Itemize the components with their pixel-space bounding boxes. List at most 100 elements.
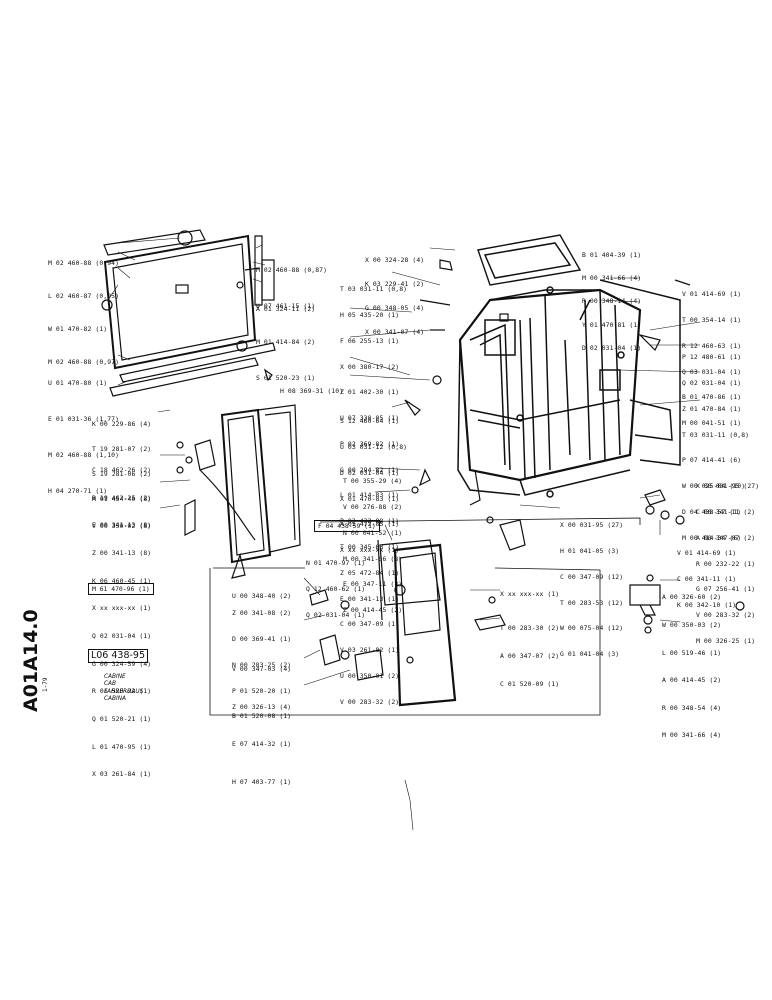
part-number: R 00 232-22 (1) [696,559,756,568]
part-number: M 00 341-66 (4) [582,273,642,282]
part-number: P 02 369-82 (1) [340,439,400,448]
title-block: CABINE CAB FAHRERHAUS CABINA [104,674,143,704]
part-number: K 03 229-41 (2) [365,280,425,288]
part-number: W 00 075-04 (12) [560,624,624,633]
part-number: D 04 438-57 (1) [682,507,742,516]
part-number: C 00 347-09 (12) [560,572,624,581]
part-number: N 01 470-97 (1) [306,559,366,568]
part-number: X xx xxx-xx (1) [340,546,400,555]
part-number: M 00 341-66 (4) [662,731,722,740]
part-number: H 05 435-20 (1) [340,310,400,319]
part-number: Q 02 031-04 (1) [306,610,366,619]
part-number: S 12 460-64 (1) [340,417,400,426]
part-number: G 00 348-05 (4) [365,304,425,312]
part-number: M 00 414-34 (6) [682,533,742,542]
part-number: M 00 341-66 (8) [343,554,403,563]
part-number: V 00 283-32 (2) [696,611,756,620]
part-number: S 01 520-23 (1) [256,374,316,382]
part-number: X xx xxx-xx (1) [92,604,152,613]
part-number: D 02 031-04 (1) [582,344,642,353]
part-number: B 01 520-08 (1) [232,712,292,721]
part-number: X 00 031-95 (27) [696,482,760,491]
part-number: T 00 345-63 (1) [340,543,400,551]
callouts-door-panel-top: M 02 460-88 (0,94) L 02 460-87 (0,95) W … [48,236,119,379]
part-number: T 00 283-30 (2) [500,623,560,632]
part-number: M 02 460-88 (1,10) [48,451,120,459]
part-number: L 01 414-83 (1) [340,491,400,500]
part-number: X 00 031-95 (27) [560,521,624,530]
part-number: P 12 480-61 (1) [682,353,742,362]
part-number: T 00 283-53 (12) [560,598,624,607]
part-number: M 02 460-88 (0,87) [256,266,328,274]
callouts-door-hardware-3: V 00 347-03 (4) Z 00 326-13 (4) E 07 414… [232,638,291,801]
part-number: U 03 031-12 (0,8) [340,442,408,451]
part-number: U 01 470-80 (1) [48,379,108,387]
part-number: N 00 041-52 (1) [343,528,403,537]
title-it: CABINA [104,696,127,703]
callouts-door-hardware-2: Z 00 341-08 (2) D 00 369-41 (1) N 00 283… [232,592,291,730]
door-box-tag: F 04 438-59 (1) [314,520,380,532]
part-number: C 00 347-09 (1) [340,620,400,629]
part-number: E 07 414-32 (1) [232,740,292,748]
part-number: C 00 341-11 (1) [677,574,737,583]
callouts-cab-left: T 03 031-11 (0,8) H 05 435-20 (1) F 06 2… [340,268,407,715]
part-number: X 00 380-17 (2) [340,362,400,371]
callouts-cab-bottom-mid: X 00 031-95 (27) H 01 041-05 (3) C 00 34… [560,504,623,667]
part-number: Z 00 341-13 (8) [92,549,152,558]
part-number: U 00 350-01 (2) [340,671,400,680]
part-number: Z 05 472-84 (1) [340,568,400,577]
title-en: CAB [104,681,116,688]
callouts-hinge-right: X 00 031-95 (27) C 00 341-11 (2) A 00 34… [696,465,759,654]
part-number: R 00 348-14 (4) [582,297,642,306]
part-number: P 07 414-41 (6) [682,456,742,465]
document-date: 1-79 [42,677,49,692]
part-number: Q 03 031-04 (1) [682,367,742,376]
part-number: V 00 350-02 (8) [92,521,152,530]
cab-frame [457,234,681,498]
callouts-door-main: N 01 470-97 (1) Q 12 460-62 (1) Q 02 031… [306,542,365,628]
callout-door-right-1: X xx xxx-xx (1) [500,590,560,598]
part-number: P 03 432-88 (1) [340,517,400,526]
document-code: A01A14.0 [20,609,42,712]
callouts-hardware-upper: X 00 324-28 (4) K 03 229-41 (2) G 00 348… [365,240,424,344]
part-number: Q 01 520-21 (1) [92,714,152,723]
part-number: C 18 462-26 (2) [92,466,152,475]
part-number: G 00 324-59 (4) [92,659,152,668]
part-number: U 07 330-05 (1) [340,414,400,423]
part-number: G 00 294-82 (1) [340,465,400,474]
callouts-damper: A 00 326-60 (2) W 00 350-03 (2) L 00 519… [662,575,721,750]
part-number: T 03 031-11 (0,8) [682,430,750,439]
part-number: B 19 462-25 (2) [92,494,152,503]
part-number: Z 00 414-45 (2) [343,606,403,615]
part-number: A 05 472-85 (1) [340,520,400,529]
part-number: T 19 281-07 (2) [92,445,152,454]
part-number: D 00 369-41 (1) [232,634,292,643]
part-number: L 02 460-87 (0,95) [48,292,120,300]
part-number: G 07 256-41 (1) [696,585,756,594]
leader-lines [107,237,701,831]
part-number: G 01 041-04 (3) [560,650,620,659]
part-number: V 01 414-69 (1) [682,290,742,299]
part-number: E 00 341-13 (1) [340,594,400,603]
part-number: V 01 414-69 (1) [677,549,737,558]
part-number: H 07 403-77 (1) [232,777,292,786]
part-number: M 01 454-40 (8) [92,495,152,504]
part-number: E 00 341-13 (8) [92,520,152,529]
part-number: U 00 348-40 (2) [232,592,292,601]
door-assembly [209,517,641,716]
callout-h08: H 08 369-31 (10) [280,387,344,395]
part-number: R 12 460-63 (1) [682,341,742,350]
part-number: V 00 347-03 (4) [232,665,292,673]
part-number: X 00 324-28 (4) [365,256,425,264]
part-number: X 01 470-83 (1) [340,494,400,503]
part-number: B 01 470-86 (1) [682,393,742,402]
part-number: A 00 347-07 (2) [500,652,560,661]
callout-a01: A 01 324-11 (2) [256,305,316,313]
part-number: C 00 341-11 (2) [696,507,756,516]
small-parts-upper [404,259,691,506]
callouts-window-left-lower: C 18 462-26 (2) B 19 462-25 (2) V 00 350… [92,448,151,789]
callouts-window-left: K 00 229-86 (4) T 19 281-07 (2) S 19 281… [92,403,151,538]
part-number: L 01 470-95 (1) [92,742,152,751]
